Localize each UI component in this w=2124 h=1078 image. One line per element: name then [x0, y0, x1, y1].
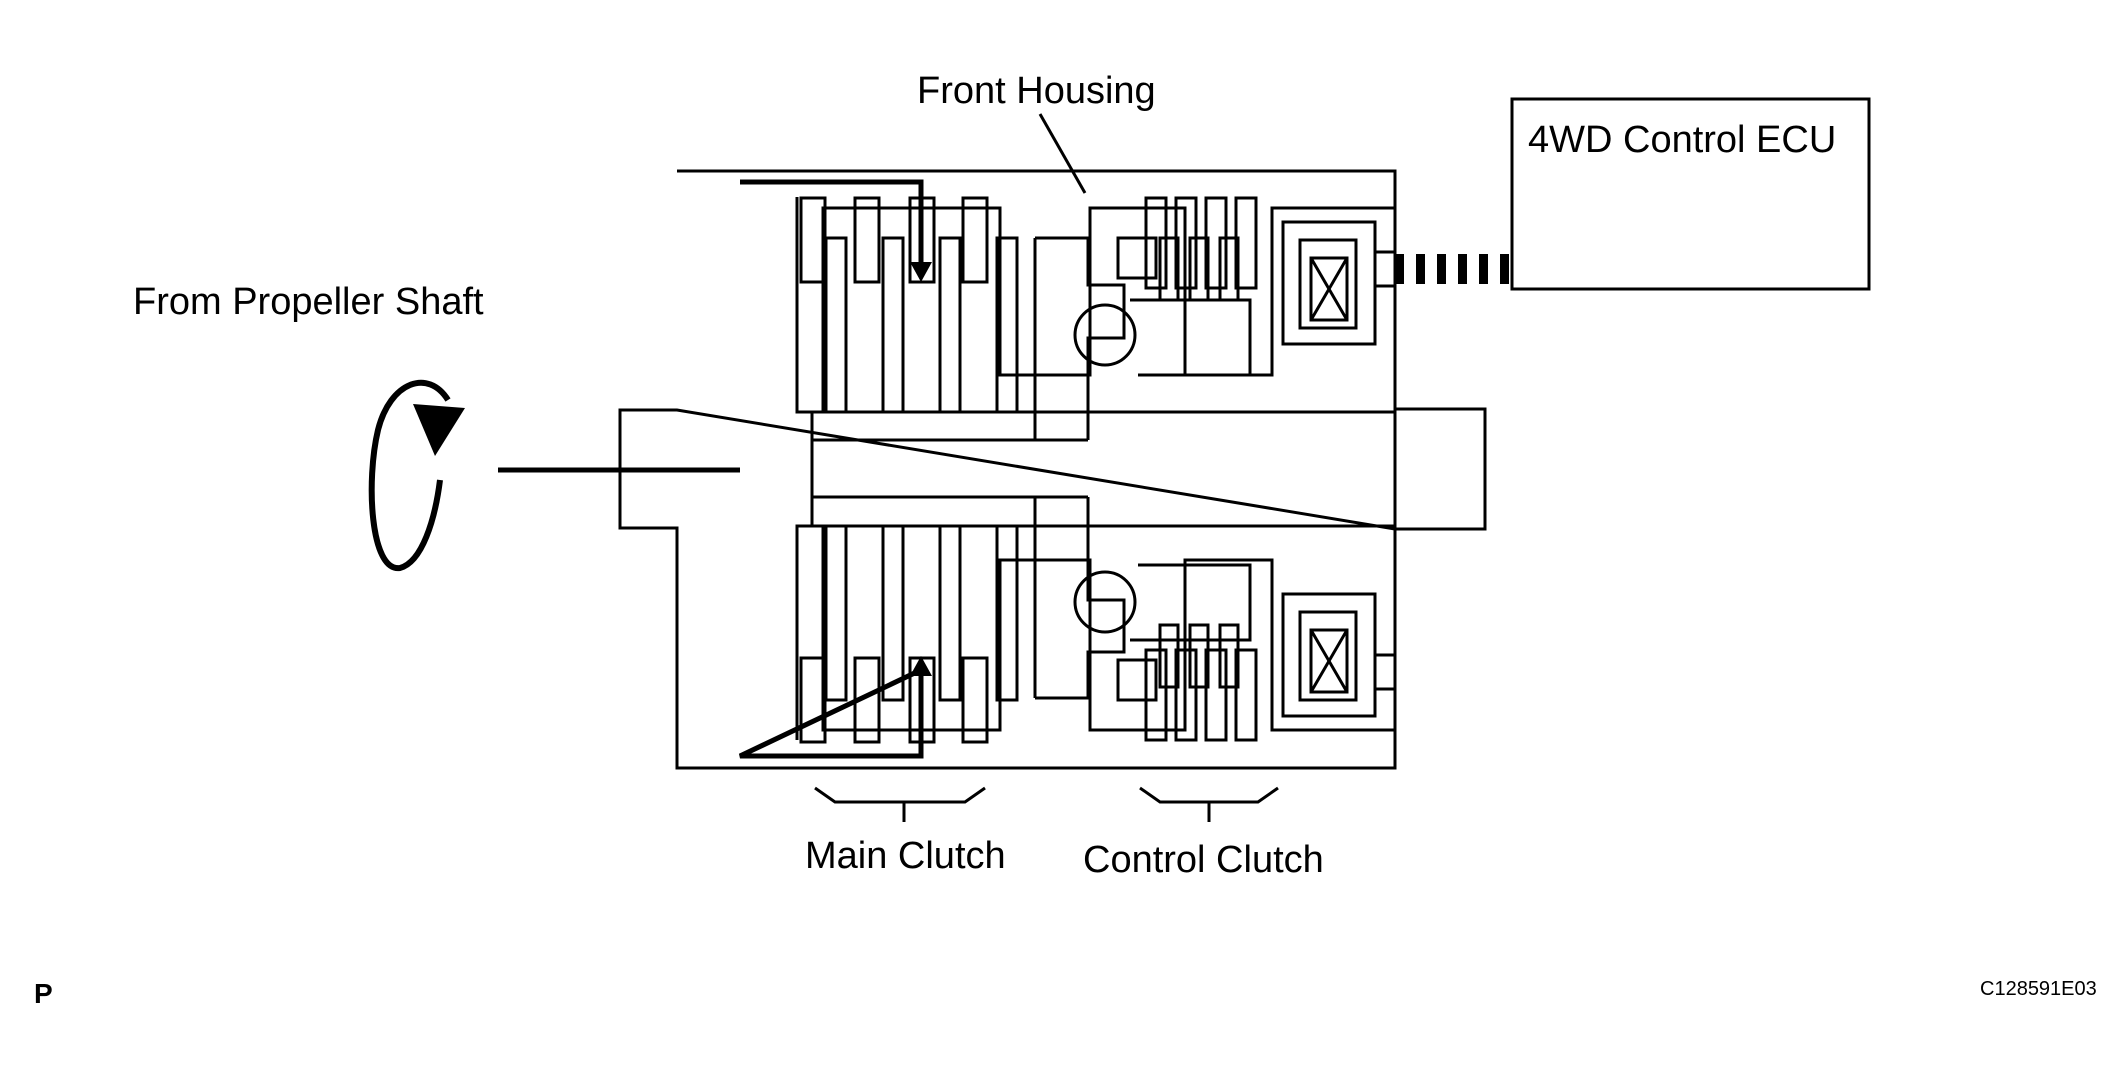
ecu-box	[1510, 97, 1871, 291]
output-shaft	[1393, 407, 1487, 531]
control-clutch-plates-upper	[1116, 196, 1258, 302]
rotation-arrow-icon	[368, 379, 451, 571]
front-housing-leader	[1038, 113, 1087, 194]
ecu-label: 4WD Control ECU	[1528, 119, 1836, 161]
main-clutch-plates-upper	[799, 196, 1019, 414]
control-clutch-label: Control Clutch	[1083, 839, 1324, 881]
figure-code: C128591E03	[1980, 978, 2097, 1000]
main-clutch-label: Main Clutch	[805, 835, 1006, 877]
main-clutch-bracket	[814, 786, 986, 822]
electromagnet-lower	[1281, 592, 1397, 718]
rotation-arrowhead-icon	[413, 404, 465, 456]
cam-ball-upper	[1073, 303, 1137, 367]
front-housing-label: Front Housing	[917, 70, 1156, 112]
inner-hub-upper	[795, 197, 1395, 414]
flow-arrowhead-lower-icon	[910, 656, 932, 676]
armature-upper	[1130, 298, 1252, 377]
propeller-shaft-label: From Propeller Shaft	[133, 281, 484, 323]
cam-plate-lower	[1033, 498, 1126, 700]
clutch-drum	[738, 179, 924, 759]
control-clutch-plates-lower	[1116, 623, 1258, 742]
flow-arrowhead-upper-icon	[910, 262, 932, 282]
control-clutch-bracket	[1139, 786, 1279, 822]
view-mark: P	[34, 978, 53, 1009]
inner-hub-lower	[795, 524, 1395, 740]
front-housing-outline	[618, 169, 1397, 770]
cam-ball-lower	[1073, 570, 1137, 634]
inner-shaft	[810, 409, 1090, 529]
cam-plate-upper	[1033, 236, 1126, 440]
electromagnet-upper	[1281, 220, 1397, 346]
